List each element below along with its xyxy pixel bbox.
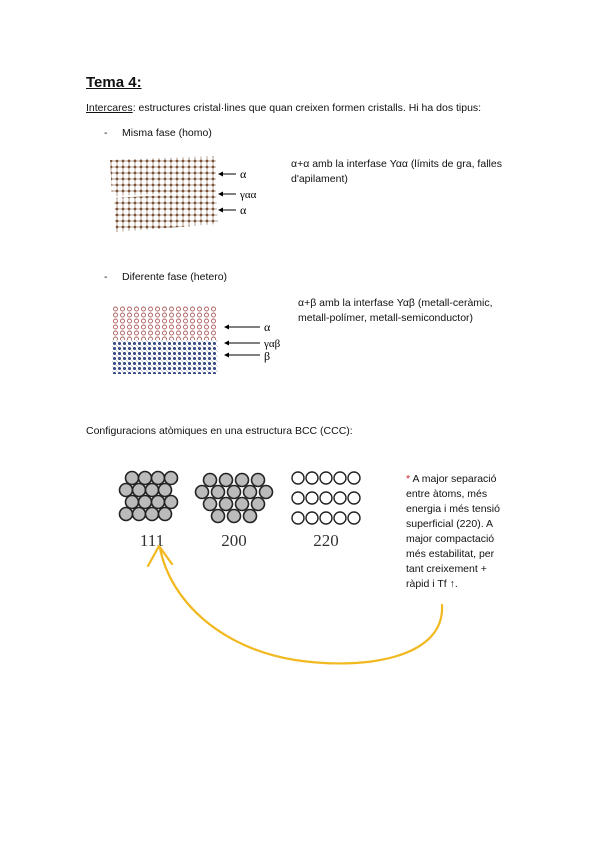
homo-description: α+α amb la interfase Υαα (límits de gra,… [291,157,561,187]
bcc-planes-figure: 111 200 220 [118,470,361,550]
plane-220-label: 220 [313,531,339,550]
note-line-4: superficial (220). A [406,518,493,530]
homo-fig-label-alpha-bottom: α [240,203,247,217]
hetero-phase-beta [112,340,218,374]
hetero-desc-line1: α+β amb la interfase Υαβ (metall-ceràmic… [298,297,493,309]
note-asterisk: * [406,473,411,485]
hetero-fig-label-alpha: α [264,320,271,334]
homo-grain-bottom [114,192,218,232]
intercares-term: Intercares [86,102,133,114]
hetero-label: Diferente fase (hetero) [122,271,228,283]
hetero-phase-alpha [112,306,218,340]
plane-111-atoms [118,470,179,522]
hetero-bullet: - [104,271,108,283]
hetero-fig-label-gamma: γαβ [263,338,281,350]
note-line-3: energia i més tensió [406,503,500,515]
plane-200-label: 200 [221,531,247,550]
hetero-description: α+β amb la interfase Υαβ (metall-ceràmic… [298,296,558,326]
arrow-curve [158,546,444,665]
homo-fig-label-gamma: γαα [239,189,257,201]
intercares-paragraph: Intercares: estructures cristal·lines qu… [86,101,566,116]
homo-label: Misma fase (homo) [122,127,212,139]
hetero-interface-figure: α γαβ β [112,306,281,374]
homo-desc-line2: d'apilament) [291,173,348,185]
intercares-definition: : estructures cristal·lines que quan cre… [132,102,482,114]
homo-desc-line1: α+α amb la interfase Υαα (límits de gra,… [291,158,502,170]
hetero-desc-line2: metall-polímer, metall-semiconductor) [298,312,474,324]
plane-220-atoms [291,471,361,525]
homo-interface-figure: α γαα α [110,156,257,232]
note-line-2: entre àtoms, més [406,488,488,500]
plane-200-atoms [194,472,274,524]
page-title: Tema 4: [86,74,142,91]
note-line-1: A major separació [412,473,497,485]
note-line-7: tant creixement + [406,563,487,575]
plane-111-label: 111 [140,531,164,550]
homo-grain-top [110,156,216,196]
note-line-5: major compactació [406,533,495,545]
bcc-heading: Configuracions atòmiques en una estructu… [86,425,353,437]
hetero-fig-label-beta: β [264,349,270,363]
homo-bullet: - [104,127,108,139]
bcc-note: * A major separació entre àtoms, més ene… [406,472,536,592]
note-line-8: ràpid i Tf ↑. [406,578,458,590]
homo-fig-label-alpha-top: α [240,167,247,181]
note-line-6: més estabilitat, per [406,548,495,560]
